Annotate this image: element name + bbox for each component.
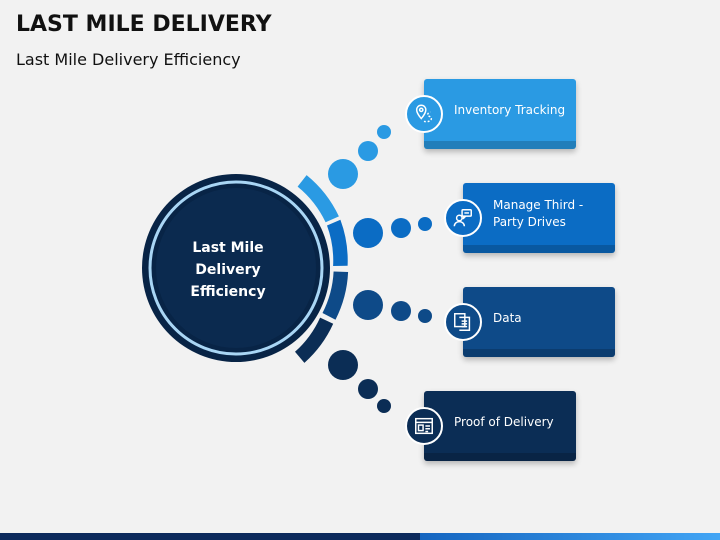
footer-bar-dark xyxy=(0,533,420,540)
connector-dot-1a xyxy=(328,159,358,189)
item-label: Inventory Tracking xyxy=(454,102,566,117)
footer-accent-bar xyxy=(0,533,720,540)
connector-dot-3c xyxy=(418,309,432,323)
connector-dot-2b xyxy=(391,218,411,238)
connector-dot-1b xyxy=(358,141,378,161)
connector-dot-3b xyxy=(391,301,411,321)
arc-segment-3 xyxy=(322,271,349,320)
receipt-icon xyxy=(405,407,443,445)
chat-person-icon xyxy=(444,199,482,237)
item-label: Manage Third - Party Drives xyxy=(493,198,584,229)
location-pin-icon xyxy=(405,95,443,133)
card-shade xyxy=(463,245,615,253)
card-shade xyxy=(424,453,576,461)
connector-dot-3a xyxy=(353,290,383,320)
center-circle-ring xyxy=(148,180,324,356)
item-card-manage-third-party-drives: Manage Third - Party Drives xyxy=(463,183,615,253)
card-shade xyxy=(463,349,615,357)
center-label: Last Mile Delivery Efficiency xyxy=(190,240,266,300)
item-card-proof-of-delivery: Proof of Delivery xyxy=(424,391,576,461)
documents-icon xyxy=(444,303,482,341)
center-circle-inner xyxy=(156,188,316,348)
page-title: LAST MILE DELIVERY xyxy=(16,12,272,37)
connector-dot-4a xyxy=(328,350,358,380)
connector-dot-4c xyxy=(377,399,391,413)
page-subtitle: Last Mile Delivery Efficiency xyxy=(16,50,241,69)
arc-segment-1 xyxy=(297,175,339,223)
connector-dot-2a xyxy=(353,218,383,248)
card-shade xyxy=(424,141,576,149)
item-label: Proof of Delivery xyxy=(454,414,554,429)
item-card-data: Data xyxy=(463,287,615,357)
connector-dot-4b xyxy=(358,379,378,399)
arc-segment-4 xyxy=(295,317,334,363)
footer-bar-light xyxy=(420,533,720,540)
item-label: Data xyxy=(493,310,522,325)
item-card-inventory-tracking: Inventory Tracking xyxy=(424,79,576,149)
arc-segment-2 xyxy=(327,219,348,266)
connector-dot-1c xyxy=(377,125,391,139)
connector-dot-2c xyxy=(418,217,432,231)
